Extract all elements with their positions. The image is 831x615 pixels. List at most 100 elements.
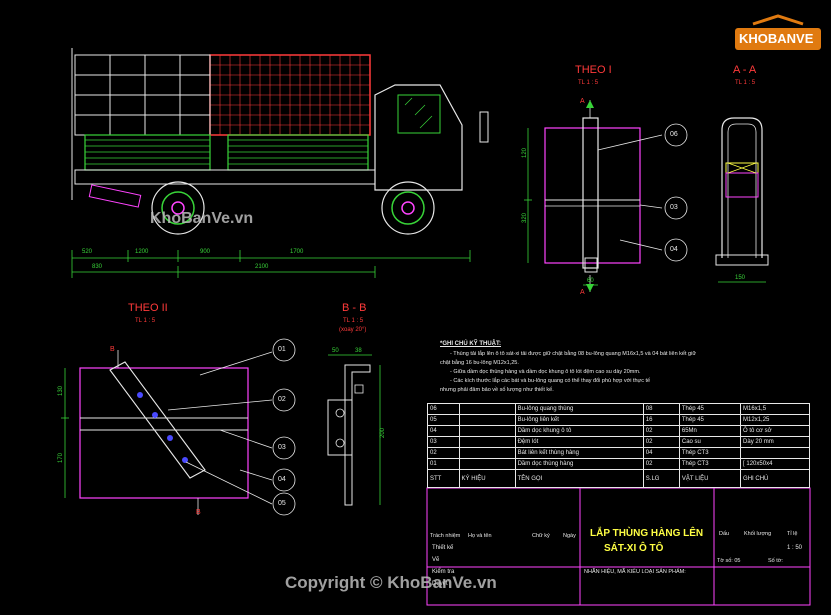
cell: Dầm dọc thùng hàng — [514, 458, 644, 470]
cell: 08 — [642, 403, 680, 415]
theo2-callout-01: 01 — [278, 346, 286, 353]
notes-line-4: - Các kích thước lắp các bát và bu-lông … — [450, 378, 651, 384]
col-date-header: Ngày — [563, 533, 576, 539]
theo2-dim-170: 170 — [58, 452, 65, 464]
view-section-bb — [327, 354, 381, 506]
header-cell: TÊN GỌI — [514, 469, 644, 488]
info-sheets: Số tờ: — [768, 558, 783, 564]
notes-line-3: - Giữa dầm dọc thùng hàng và dầm dọc khu… — [450, 369, 641, 375]
info-sheet-no: Tờ số: 05 — [717, 558, 741, 564]
khobanve-logo: KHOBANVE — [733, 14, 823, 54]
theo1-callout-06: 06 — [670, 131, 678, 138]
role-ve: Vẽ — [432, 557, 440, 563]
logo-text: KHOBANVE — [739, 31, 814, 46]
cell: Thép CT3 — [678, 447, 742, 459]
theo1-title: THEO I — [575, 64, 612, 76]
dim-830: 830 — [92, 264, 103, 270]
cell: Dày 20 mm — [740, 436, 810, 448]
header-cell: KÝ HIỆU — [458, 469, 516, 488]
dim-520: 520 — [82, 249, 93, 255]
notes-line-2: chặt bằng 16 bu-lông M12x1,25. — [440, 360, 519, 366]
bb-dim-50: 50 — [332, 348, 339, 354]
theo2-dim-130: 130 — [58, 385, 65, 397]
cell: [ 120x50x4 — [740, 458, 810, 470]
theo2-callout-02: 02 — [278, 396, 286, 403]
cell: 03 — [427, 436, 460, 448]
dim-1700: 1700 — [290, 249, 304, 255]
theo2-callout-04: 04 — [278, 476, 286, 483]
cell: 06 — [427, 403, 460, 415]
header-cell: STT — [427, 469, 460, 488]
theo2-title: THEO II — [128, 302, 168, 314]
watermark-mid: KhoBanVe.vn — [150, 210, 254, 227]
cell: Ô tô cơ sở — [740, 425, 810, 437]
cell — [458, 458, 516, 470]
cell: 02 — [642, 458, 680, 470]
theo2-section-b-top: B — [110, 346, 115, 353]
cell: M12x1,25 — [740, 414, 810, 426]
theo1-dim-320: 320 — [522, 212, 529, 224]
theo1-callout-04: 04 — [670, 246, 678, 253]
info-khoi-luong: Khối lượng — [744, 531, 772, 537]
aa-dim-150: 150 — [735, 275, 746, 281]
bb-note: (xoay 20°) — [339, 327, 367, 333]
notes-line-1: - Thùng tải lắp lên ô tô sát-xi tải được… — [450, 351, 697, 357]
theo1-scale: TL 1 : 5 — [578, 80, 599, 86]
role-duyet: Duyệt — [432, 581, 448, 587]
theo2-scale: TL 1 : 5 — [135, 318, 156, 324]
bb-dim-200: 200 — [380, 427, 387, 439]
header-cell: VẬT LIỆU — [678, 469, 742, 488]
cell: 04 — [427, 425, 460, 437]
drawing-title-1: LẮP THÙNG HÀNG LÊN — [590, 528, 704, 539]
cell: Bát liên kết thùng hàng — [514, 447, 644, 459]
cell: 02 — [642, 436, 680, 448]
bb-dim-38: 38 — [355, 348, 362, 354]
theo1-callout-03: 03 — [670, 204, 678, 211]
dim-1200: 1200 — [135, 249, 149, 255]
aa-scale: TL 1 : 5 — [735, 80, 756, 86]
role-header: Trách nhiệm — [430, 533, 461, 539]
theo2-section-b-bottom: B — [196, 509, 201, 516]
cell: Dầm dọc khung ô tô — [514, 425, 644, 437]
cell: Bu-lông liên kết — [514, 414, 644, 426]
drawing-title-2: SÁT-XI Ô TÔ — [604, 543, 664, 554]
notes-heading: *GHI CHÚ KỸ THUẬT: — [440, 341, 501, 347]
cell — [458, 436, 516, 448]
cell: 02 — [427, 447, 460, 459]
theo1-section-a-top: A — [580, 98, 585, 105]
theo1-dim-60: 60 — [587, 278, 594, 284]
bb-scale: TL 1 : 5 — [343, 318, 364, 324]
col-name-header: Họ và tên — [468, 533, 492, 539]
cell: 04 — [642, 447, 680, 459]
cell: 05 — [427, 414, 460, 426]
cell: M16x1,5 — [740, 403, 810, 415]
drawing-subtitle: NHÃN HIỆU, MÃ KIỂU LOẠI SẢN PHẨM: — [584, 569, 686, 575]
header-cell: S.LG — [642, 469, 680, 488]
info-dau: Dấu — [719, 531, 730, 537]
watermark-bottom: Copyright © KhoBanVe.vn — [285, 573, 497, 592]
cell: Thép 45 — [678, 403, 742, 415]
cell — [458, 403, 516, 415]
cell: Bu-lông quang thùng — [514, 403, 644, 415]
dim-900: 900 — [200, 249, 211, 255]
info-ti-le: Tỉ lệ — [787, 531, 798, 537]
theo1-dim-120: 120 — [522, 147, 529, 159]
cell: 65Mn — [678, 425, 742, 437]
theo2-callout-05: 05 — [278, 500, 286, 507]
role-kiem-tra: Kiểm tra — [432, 569, 455, 575]
aa-title: A - A — [733, 64, 757, 76]
cell: Thép 45 — [678, 414, 742, 426]
dim-2100: 2100 — [255, 264, 269, 270]
theo1-section-a-bottom: A — [580, 289, 585, 296]
cell — [458, 425, 516, 437]
theo2-callout-03: 03 — [278, 444, 286, 451]
view-section-aa — [715, 117, 769, 283]
